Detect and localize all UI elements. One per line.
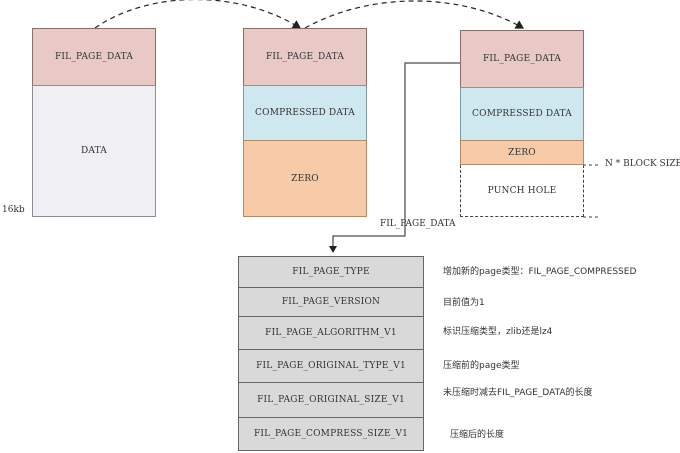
page2-zero-label: ZERO [291,173,319,184]
field-name: FIL_PAGE_ALGORITHM_V1 [265,328,397,338]
field-name: FIL_PAGE_COMPRESS_SIZE_V1 [253,429,409,439]
page2-zero: ZERO [243,140,367,217]
page3-fil-page-data-label: FIL_PAGE_DATA [482,54,562,64]
field-note: 标识压缩类型，zlib还是lz4 [443,327,553,337]
page2-fil-page-data-label: FIL_PAGE_DATA [265,52,345,62]
header-detail-connector [329,62,460,253]
field-fil-page-original-size-v1: FIL_PAGE_ORIGINAL_SIZE_V1 [238,382,424,418]
field-name: FIL_PAGE_ORIGINAL_TYPE_V1 [256,361,406,371]
page2-compressed-data-label: COMPRESSED DATA [255,108,355,118]
field-fil-page-original-type-v1: FIL_PAGE_ORIGINAL_TYPE_V1 [238,349,424,383]
field-note: 未压缩时减去FIL_PAGE_DATA的长度 [443,388,593,398]
page3-zero-label: ZERO [508,147,536,158]
page2-fil-page-data: FIL_PAGE_DATA [243,28,367,86]
page3-compressed-data: COMPRESSED DATA [460,87,584,141]
field-note: 压缩后的长度 [450,430,505,440]
field-name: FIL_PAGE_VERSION [281,297,381,307]
dashed-arrow-page1-to-page2 [94,0,302,29]
page2-compressed-data: COMPRESSED DATA [243,85,367,141]
field-note: 压缩前的page类型 [443,361,520,371]
page1-fil-page-data-label: FIL_PAGE_DATA [54,52,134,62]
page3-punch-hole-label: PUNCH HOLE [487,185,557,196]
field-fil-page-compress-size-v1: FIL_PAGE_COMPRESS_SIZE_V1 [238,417,424,451]
dashed-arrow-page2-to-page3 [304,0,525,29]
field-note: 目前值为1 [443,298,485,308]
page3-zero: ZERO [460,140,584,165]
page1-data: DATA [32,85,156,217]
connector-label: FIL_PAGE_DATA [380,219,456,229]
page3-compressed-data-label: COMPRESSED DATA [472,109,572,119]
field-name: FIL_PAGE_TYPE [292,267,370,277]
field-fil-page-version: FIL_PAGE_VERSION [238,287,424,317]
block-size-label: N * BLOCK SIZE [605,159,680,169]
field-fil-page-algorithm-v1: FIL_PAGE_ALGORITHM_V1 [238,316,424,350]
page3-punch-hole: PUNCH HOLE [460,165,584,217]
page1-fil-page-data: FIL_PAGE_DATA [32,28,156,86]
page3-fil-page-data: FIL_PAGE_DATA [460,30,584,88]
page-size-label: 16kb [2,205,25,215]
field-name: FIL_PAGE_ORIGINAL_SIZE_V1 [257,395,405,405]
page1-data-label: DATA [80,146,108,156]
field-fil-page-type: FIL_PAGE_TYPE [238,256,424,288]
field-note: 增加新的page类型：FIL_PAGE_COMPRESSED [443,267,637,277]
